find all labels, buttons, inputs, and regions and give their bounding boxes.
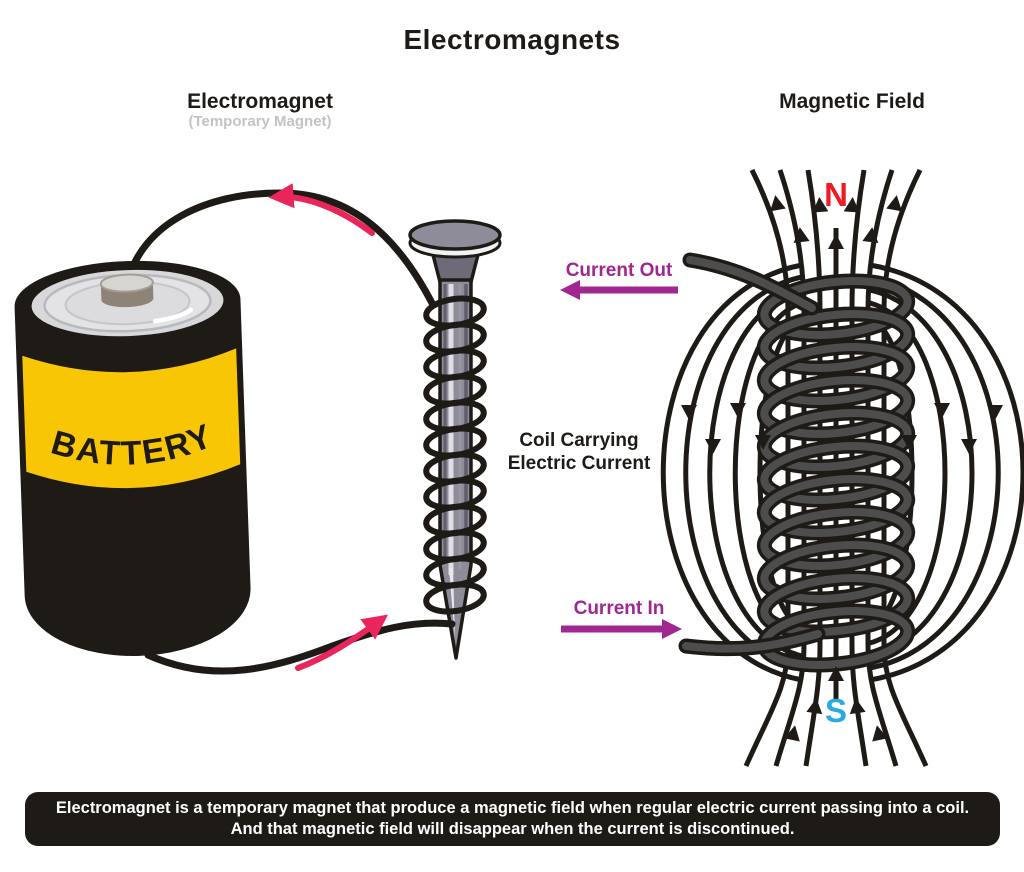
battery-terminal-base [101,291,154,308]
battery-yellow-band [22,348,241,489]
magnetic-field-lines [660,168,1024,768]
battery-terminal-top [99,273,154,293]
nail-head [408,219,502,251]
coil-lead-out-core [686,256,816,312]
field-coil [678,252,910,671]
north-pole-label: N [824,176,848,213]
magnetic-field-heading: Magnetic Field [779,90,925,113]
electromagnet-subheading: (Temporary Magnet) [188,113,332,130]
battery-top-highlight [152,307,194,324]
current-out-arrow [560,280,678,300]
current-direction-arrow-bottom [295,614,389,671]
coil-lead-in-core [682,630,822,653]
coil-label-line1: Coil Carrying [519,430,639,451]
current-in-arrow [561,619,682,639]
page-title: Electromagnets [403,24,621,55]
current-out-label: Current Out [565,260,673,281]
caption-bar: Electromagnet is a temporary magnet that… [25,792,1000,846]
current-direction-arrow-top [268,183,375,236]
caption-line2: And that magnetic field will disappear w… [230,820,795,838]
battery: BATTERY [14,260,251,656]
caption-line1: Electromagnet is a temporary magnet that… [55,799,970,817]
south-pole-label: S [824,692,848,729]
bottom-wire [144,619,456,675]
coil-label: Coil Carrying Electric Current [508,429,651,475]
electromagnet-heading: Electromagnet [187,90,333,113]
coil-label-line2: Electric Current [507,453,651,474]
current-in-label: Current In [573,598,665,619]
